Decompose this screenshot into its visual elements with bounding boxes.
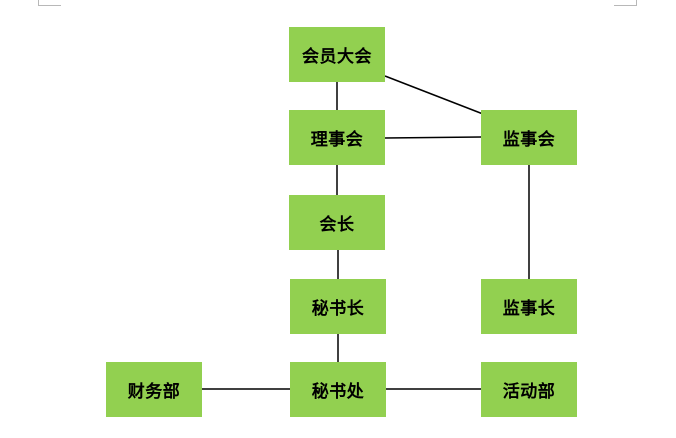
node-label: 活动部 xyxy=(502,382,556,402)
page-corner-mark-right xyxy=(614,0,637,6)
node-council: 理事会 xyxy=(289,110,385,165)
node-label: 监事会 xyxy=(502,130,556,150)
node-label: 理事会 xyxy=(310,130,364,150)
node-label: 秘书处 xyxy=(311,382,365,402)
node-supervisor: 监事长 xyxy=(481,279,577,334)
node-label: 会员大会 xyxy=(302,47,372,67)
node-label: 秘书长 xyxy=(311,299,365,319)
node-label: 会长 xyxy=(319,215,355,235)
node-label: 监事长 xyxy=(502,299,556,319)
node-supervisory-board: 监事会 xyxy=(481,110,577,165)
node-president: 会长 xyxy=(289,195,385,250)
page-corner-mark-left xyxy=(38,0,61,6)
node-secretary-general: 秘书长 xyxy=(290,279,386,334)
link-council-supervisory xyxy=(384,136,482,139)
node-member-assembly: 会员大会 xyxy=(289,27,385,82)
node-secretariat: 秘书处 xyxy=(290,362,386,417)
node-finance-dept: 财务部 xyxy=(106,362,202,417)
node-label: 财务部 xyxy=(127,382,181,402)
node-activities-dept: 活动部 xyxy=(481,362,577,417)
link-assembly-supervisory xyxy=(384,75,484,115)
